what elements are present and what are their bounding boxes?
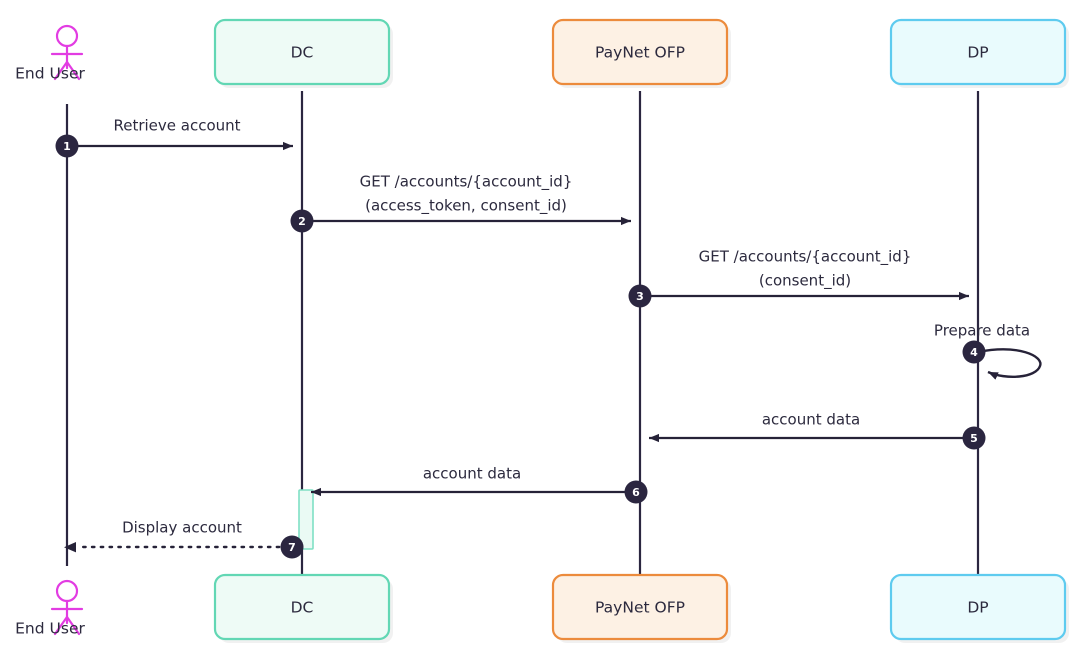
message-2-label-line-2: (access_token, consent_id)	[365, 197, 567, 216]
participant-label-paynet-ofp-bottom: PayNet OFP	[595, 599, 685, 617]
participant-label-dp-top: DP	[967, 44, 988, 62]
actor-label-end-user-top: End User	[15, 65, 85, 83]
message-7-badge: 7	[280, 535, 304, 559]
message-5-badge: 5	[962, 426, 986, 450]
message-2-badge: 2	[290, 209, 314, 233]
message-1-badge: 1	[55, 134, 79, 158]
participant-footer-dc[interactable]: DC	[213, 573, 393, 643]
participant-box-dp-top[interactable]	[889, 18, 1067, 86]
participant-box-dc-bottom[interactable]	[213, 573, 391, 641]
message-7[interactable]: Display account 7	[64, 519, 304, 559]
participant-footer-paynet-ofp[interactable]: PayNet OFP	[551, 573, 731, 643]
lifelines-group	[65, 91, 980, 578]
activation-box-dc	[298, 489, 314, 550]
actor-end-user-bottom[interactable]: End User	[15, 579, 85, 638]
message-4-badge-number: 4	[970, 346, 978, 359]
message-6-label-line-1: account data	[423, 465, 521, 483]
message-4-label-line-1: Prepare data	[934, 322, 1030, 340]
message-7-arrowhead	[64, 542, 76, 553]
message-2-label-line-1: GET /accounts/{account_id}	[360, 173, 573, 192]
actor-label-end-user-bottom: End User	[15, 620, 85, 638]
participant-label-paynet-ofp-top: PayNet OFP	[595, 44, 685, 62]
message-3-label-line-2: (consent_id)	[759, 272, 851, 291]
message-4-self-loop-arrow	[977, 348, 1042, 380]
message-3[interactable]: GET /accounts/{account_id} (consent_id) …	[628, 248, 970, 308]
message-5-label-line-1: account data	[762, 411, 860, 429]
participant-header-dp[interactable]: DP	[889, 18, 1069, 88]
actor-stick-figure-icon	[50, 24, 84, 81]
message-7-label-line-1: Display account	[122, 519, 242, 537]
participant-box-paynet-ofp-top[interactable]	[551, 18, 729, 86]
message-1[interactable]: Retrieve account 1	[55, 117, 294, 158]
message-1-badge-number: 1	[63, 140, 71, 153]
message-6[interactable]: account data 6	[311, 465, 648, 504]
participant-label-dc-top: DC	[291, 44, 314, 62]
message-7-badge-number: 7	[288, 541, 296, 554]
message-3-badge: 3	[628, 284, 652, 308]
participant-box-dc-top[interactable]	[213, 18, 391, 86]
participant-header-dc[interactable]: DC	[213, 18, 393, 88]
message-6-badge: 6	[624, 480, 648, 504]
participant-header-paynet-ofp[interactable]: PayNet OFP	[551, 18, 731, 88]
message-4-badge: 4	[962, 340, 986, 364]
participant-footer-dp[interactable]: DP	[889, 573, 1069, 643]
actor-stick-figure-icon-bottom	[50, 579, 84, 636]
message-1-label-line-1: Retrieve account	[113, 117, 240, 135]
message-2-badge-number: 2	[298, 215, 306, 228]
message-5-badge-number: 5	[970, 432, 978, 445]
message-3-label-line-1: GET /accounts/{account_id}	[699, 248, 912, 267]
message-2[interactable]: GET /accounts/{account_id} (access_token…	[290, 173, 632, 233]
message-3-badge-number: 3	[636, 290, 644, 303]
message-5[interactable]: account data 5	[649, 411, 986, 450]
participant-box-dp-bottom[interactable]	[889, 573, 1067, 641]
participant-label-dc-bottom: DC	[291, 599, 314, 617]
message-4[interactable]: Prepare data 4	[934, 322, 1042, 380]
participant-box-paynet-ofp-bottom[interactable]	[551, 573, 729, 641]
message-6-badge-number: 6	[632, 486, 640, 499]
actor-end-user-top[interactable]: End User	[15, 24, 85, 83]
participant-label-dp-bottom: DP	[967, 599, 988, 617]
